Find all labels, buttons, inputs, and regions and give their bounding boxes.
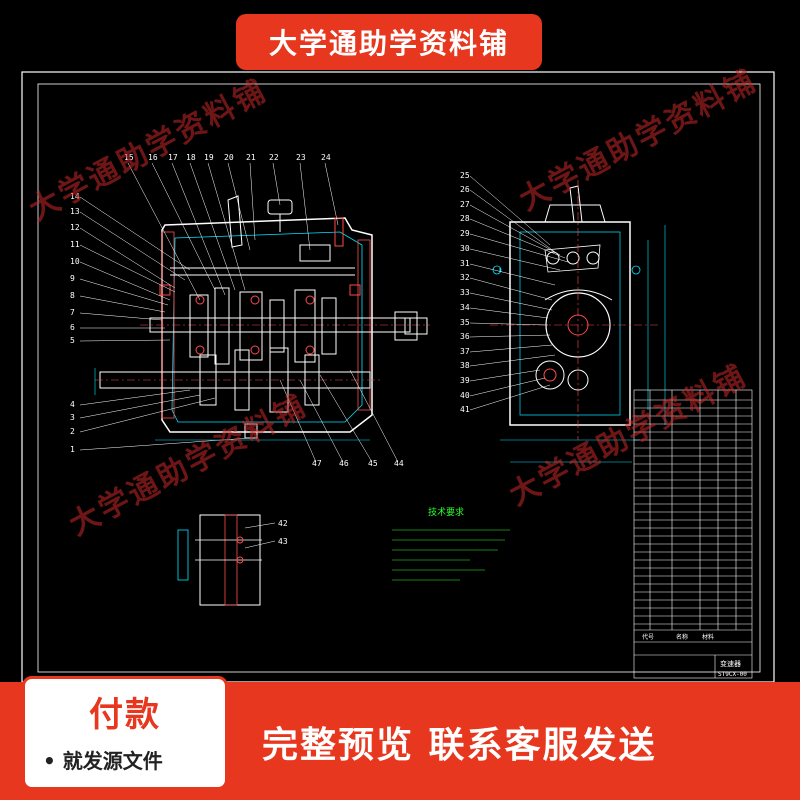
pay-title: 付款 [89, 695, 161, 735]
part-label: 16 [148, 153, 158, 162]
part-label: 39 [460, 376, 470, 385]
part-label: 24 [321, 153, 331, 162]
part-label: 43 [278, 537, 288, 546]
part-label: 17 [168, 153, 178, 162]
part-label: 14 [70, 192, 80, 201]
detail-view: 42 43 [177, 514, 288, 606]
part-label: 26 [460, 185, 470, 194]
part-label: 21 [246, 153, 256, 162]
part-label: 30 [460, 244, 470, 253]
part-label: 2 [70, 427, 75, 436]
part-label: 7 [70, 308, 75, 317]
part-label: 5 [70, 336, 75, 345]
part-label: 8 [70, 291, 75, 300]
part-label: 33 [460, 288, 470, 297]
part-label: 19 [204, 153, 214, 162]
title-block-header: 代号 [642, 633, 654, 641]
part-label: 11 [70, 240, 80, 249]
part-label: 31 [460, 259, 470, 268]
gearbox-section-view [79, 162, 430, 463]
part-labels-right: 25 26 27 28 29 30 31 32 33 34 35 36 37 3… [460, 171, 470, 414]
part-label: 47 [312, 459, 322, 468]
part-label: 12 [70, 223, 80, 232]
part-label: 41 [460, 405, 470, 414]
part-labels-left: 14 13 12 11 10 9 8 7 6 5 4 3 2 1 [70, 192, 80, 454]
part-label: 27 [460, 200, 470, 209]
part-label: 10 [70, 257, 80, 266]
part-label: 40 [460, 391, 470, 400]
part-label: 42 [278, 519, 288, 528]
contact-message: 完整预览 联系客服发送 [262, 725, 657, 766]
title-block-header: 名称 [676, 633, 688, 641]
part-label: 6 [70, 323, 75, 332]
title-block-name: 变速器 [720, 659, 741, 668]
part-label: 29 [460, 229, 470, 238]
part-label: 18 [186, 153, 196, 162]
gearbox-end-view [469, 175, 666, 463]
part-label: 22 [269, 153, 279, 162]
part-label: 46 [339, 459, 349, 468]
part-label: 32 [460, 273, 470, 282]
part-label: 44 [394, 459, 404, 468]
title-block [633, 389, 753, 679]
part-label: 37 [460, 347, 470, 356]
tech-requirements-title: 技术要求 [428, 508, 465, 518]
part-label: 25 [460, 171, 470, 180]
title-block-header: 材料 [702, 633, 714, 641]
part-label: 15 [124, 153, 134, 162]
shop-banner: 大学通助学资料铺 [236, 14, 542, 70]
part-labels-top: 15 16 17 18 19 20 21 22 23 24 [124, 153, 331, 162]
part-label: 13 [70, 207, 80, 216]
part-label: 45 [368, 459, 378, 468]
pay-button[interactable]: 付款 • 就发源文件 [22, 676, 228, 790]
part-label: 1 [70, 445, 75, 454]
part-label: 9 [70, 274, 75, 283]
part-label: 23 [296, 153, 306, 162]
part-label: 20 [224, 153, 234, 162]
part-label: 38 [460, 361, 470, 370]
part-label: 36 [460, 332, 470, 341]
drawing-inner-frame [37, 83, 761, 673]
pay-subtitle: • 就发源文件 [43, 749, 163, 773]
part-label: 3 [70, 413, 75, 422]
tech-requirements-lines [392, 529, 510, 581]
title-block-drawing-no: ST9CX-00 [718, 671, 747, 678]
part-label: 34 [460, 303, 470, 312]
part-labels-bottom: 47 46 45 44 [312, 459, 404, 468]
part-label: 35 [460, 318, 470, 327]
part-label: 4 [70, 400, 75, 409]
part-label: 28 [460, 214, 470, 223]
